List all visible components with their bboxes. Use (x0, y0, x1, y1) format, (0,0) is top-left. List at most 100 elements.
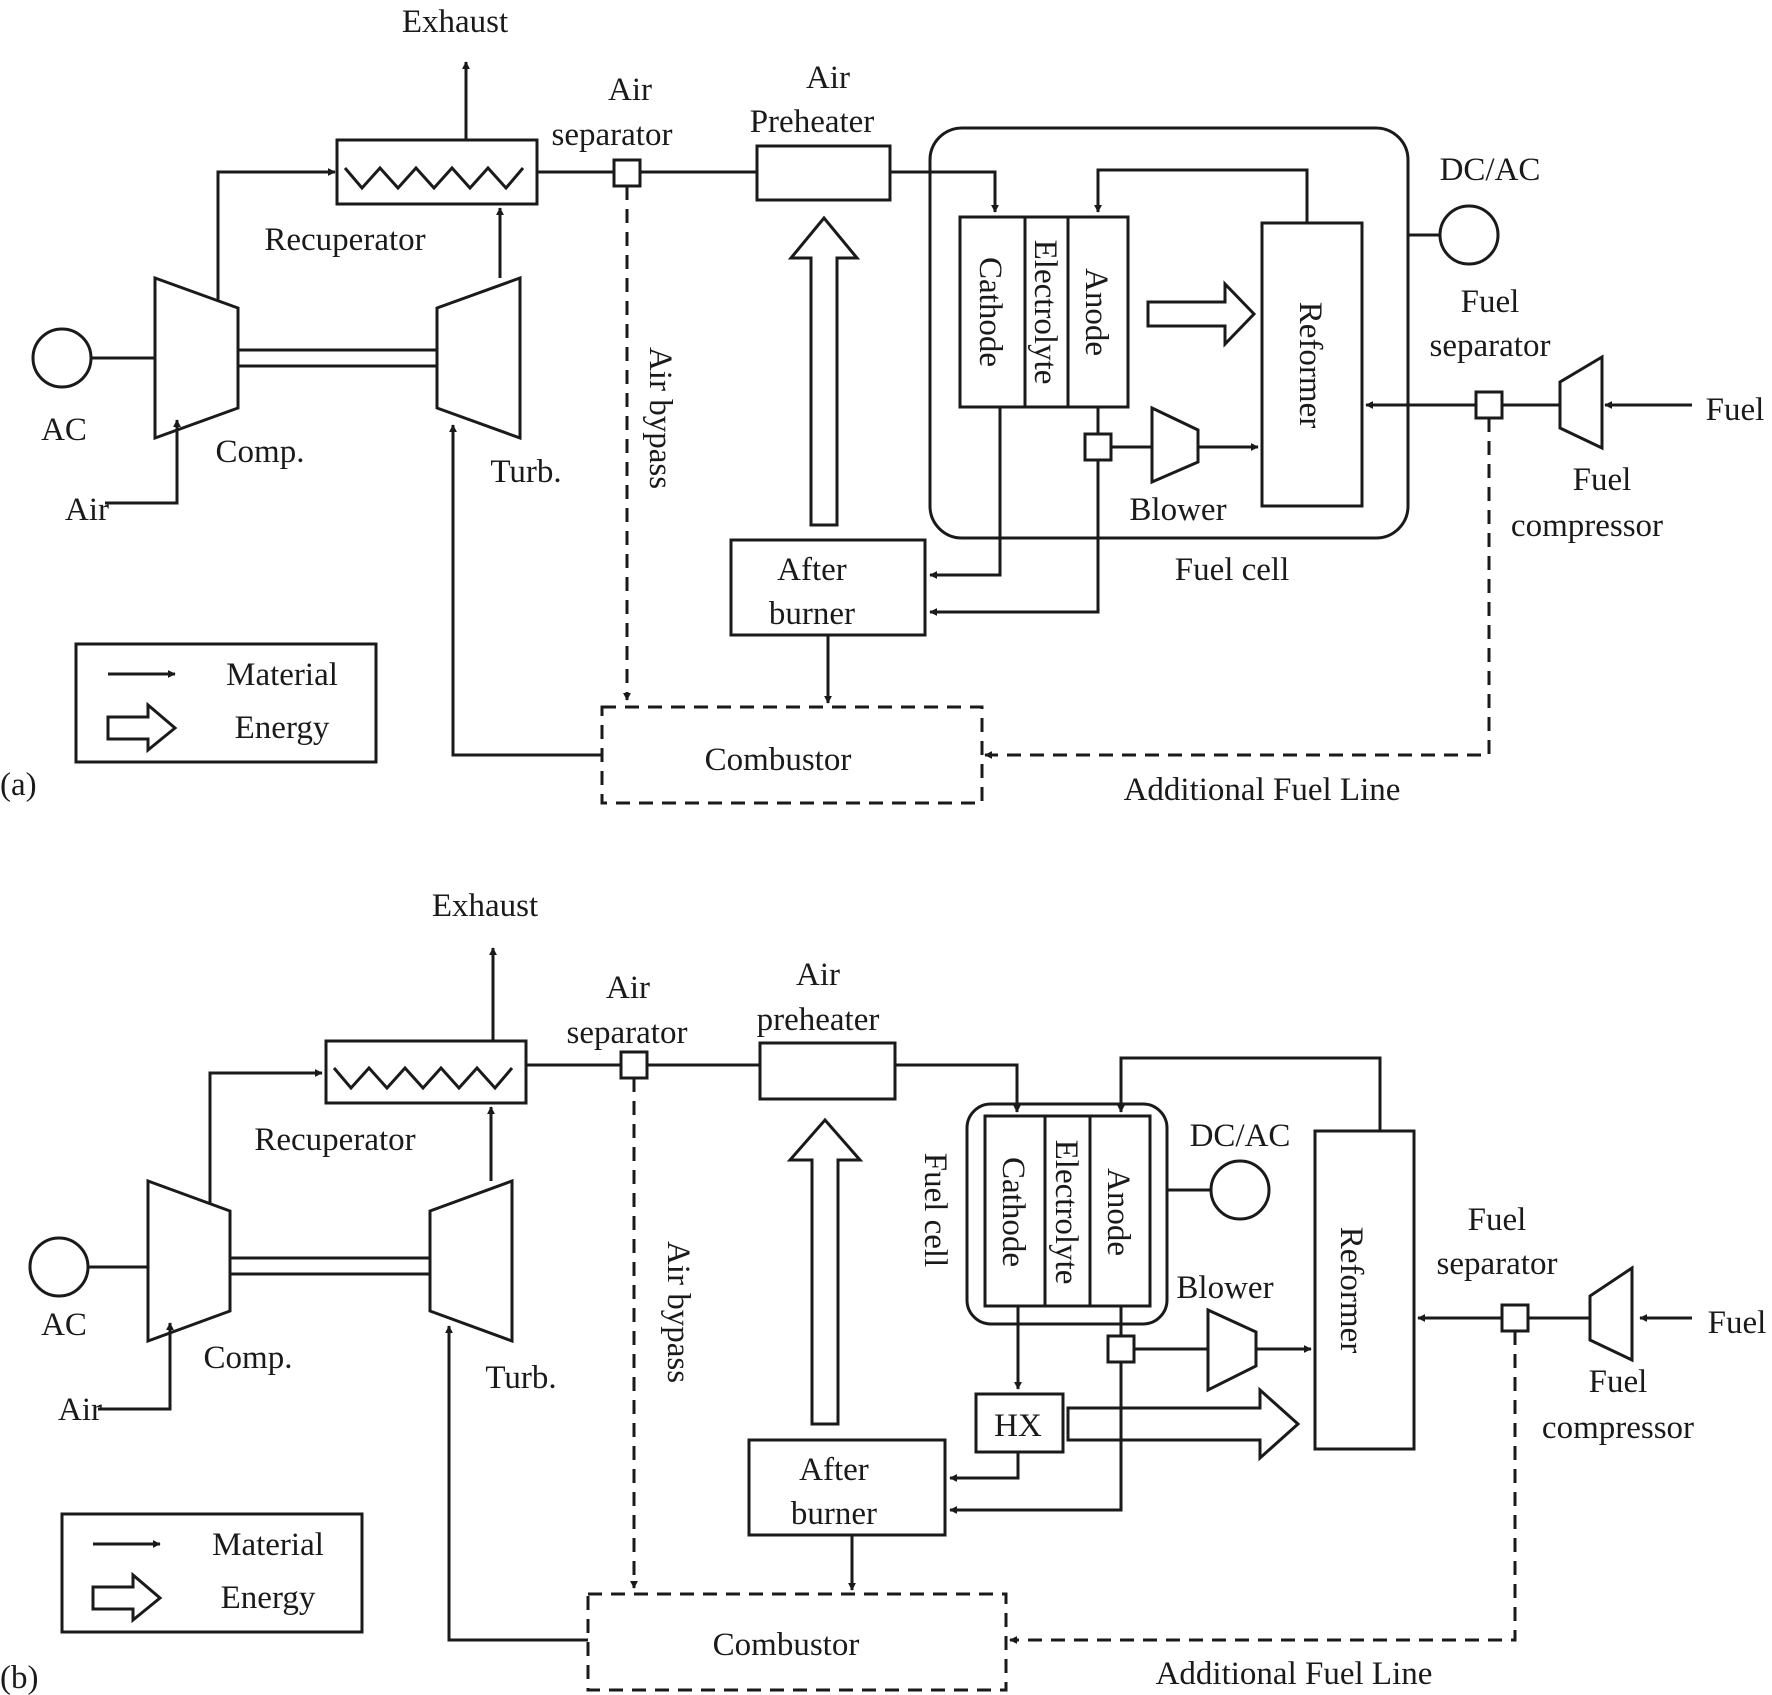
legend-energy-arrow-icon-a (106, 701, 178, 754)
comp-label-a: Comp. (216, 434, 305, 470)
blower-label-a: Blower (1129, 492, 1226, 528)
additional-fuel-line-label-b: Additional Fuel Line (1156, 1656, 1433, 1692)
fuel-separator-label-1-a: Fuel (1461, 284, 1520, 320)
anode-label-b: Anode (1100, 1168, 1136, 1256)
anode-splitter-b (1106, 1334, 1136, 1364)
fuel-cell-enclosure-a (928, 126, 1410, 540)
anode-splitter-a (1083, 432, 1113, 462)
reformer-b (1313, 1129, 1416, 1451)
air-preheater-label-1-b: Air (796, 957, 840, 993)
panel-label-a: (a) (0, 767, 37, 803)
ac-generator-b (28, 1236, 90, 1298)
fuel-separator-a (1474, 390, 1504, 420)
panel-b (28, 947, 1692, 1692)
fuel-compressor-label-2-b: compressor (1542, 1410, 1694, 1446)
fuel-separator-label-1-b: Fuel (1468, 1202, 1527, 1238)
fuel-inlet-label-b: Fuel (1708, 1305, 1767, 1341)
air-preheater-label-2-b: preheater (757, 1002, 880, 1038)
dcac-inverter-a (1438, 204, 1500, 266)
ac-label-a: AC (41, 412, 87, 448)
compressor-a (153, 275, 240, 441)
combustor-label-b: Combustor (713, 1627, 860, 1663)
fuel-inlet-label-a: Fuel (1706, 392, 1765, 428)
air-bypass-label-b: Air bypass (660, 1241, 696, 1383)
afterburner-label-2-a: burner (769, 596, 855, 632)
afterburner-label-1-b: After (799, 1452, 869, 1488)
fuel-compressor-a (1558, 354, 1604, 451)
legend-energy-label-b: Energy (221, 1580, 316, 1616)
ac-generator-a (31, 327, 93, 389)
panel-label-b: (b) (0, 1660, 38, 1695)
blower-b (1206, 1307, 1258, 1393)
dcac-label-b: DC/AC (1190, 1118, 1291, 1154)
fuel-cell-enclosure-b (965, 1102, 1169, 1326)
energy-arrow-cell-reformer-a (1146, 280, 1257, 348)
air-bypass-label-a: Air bypass (642, 347, 678, 489)
air-separator-a (612, 158, 642, 188)
fuel-compressor-label-2-a: compressor (1511, 508, 1663, 544)
combustor-label-a: Combustor (705, 742, 852, 778)
recuperator-a (335, 138, 539, 206)
afterburner-label-1-a: After (777, 552, 847, 588)
legend-material-label-a: Material (226, 657, 338, 693)
turb-label-a: Turb. (490, 454, 561, 490)
air-preheater-b (758, 1041, 897, 1101)
energy-arrow-afterburner-preheater-a (787, 215, 861, 527)
dcac-label-a: DC/AC (1440, 152, 1541, 188)
legend-a (74, 642, 378, 764)
air-separator-label-2-a: separator (552, 117, 673, 153)
exhaust-label-a: Exhaust (402, 4, 508, 40)
energy-arrow-afterburner-preheater-b (786, 1117, 864, 1426)
combustor-b (586, 1592, 1008, 1692)
compressor-b (146, 1178, 232, 1344)
fuel-separator-label-2-b: separator (1437, 1246, 1558, 1282)
labels-a: (a) Exhaust Recuperator Air separator Ai… (0, 4, 1764, 808)
cathode-label-a: Cathode (972, 257, 1008, 367)
fuel-compressor-label-1-a: Fuel (1573, 462, 1632, 498)
legend-b (60, 1512, 364, 1634)
electrolyte-label-b: Electrolyte (1048, 1140, 1084, 1285)
fuel-compressor-label-1-b: Fuel (1589, 1364, 1648, 1400)
fuel-cell-label-b: Fuel cell (917, 1153, 953, 1268)
ac-label-b: AC (41, 1307, 87, 1343)
legend-energy-label-a: Energy (235, 710, 330, 746)
fuel-separator-b (1500, 1303, 1530, 1333)
anode-label-a: Anode (1078, 268, 1114, 356)
blower-label-b: Blower (1176, 1270, 1273, 1306)
afterburner-label-2-b: burner (791, 1496, 877, 1532)
reformer-label-b: Reformer (1333, 1227, 1369, 1353)
turb-label-b: Turb. (485, 1360, 556, 1396)
air-inlet-label-a: Air (65, 492, 109, 528)
afterburner-b (747, 1438, 947, 1537)
cathode-label-b: Cathode (995, 1157, 1031, 1267)
air-preheater-label-1-a: Air (806, 60, 850, 96)
turbine-a (435, 275, 522, 441)
recuperator-label-a: Recuperator (264, 222, 425, 258)
reformer-label-a: Reformer (1292, 302, 1328, 428)
comp-label-b: Comp. (204, 1340, 293, 1376)
turbine-b (428, 1178, 514, 1344)
legend-material-label-b: Material (212, 1527, 324, 1563)
fuel-compressor-b (1588, 1265, 1634, 1363)
dcac-inverter-b (1209, 1159, 1271, 1221)
air-inlet-label-b: Air (58, 1392, 102, 1428)
air-separator-label-2-b: separator (567, 1015, 688, 1051)
fuel-cell-label-a: Fuel cell (1175, 552, 1290, 588)
air-preheater-a (755, 144, 892, 202)
reformer-a (1260, 221, 1364, 508)
recuperator-b (324, 1039, 528, 1105)
labels-b: (b) Exhaust Recuperator Air separator Ai… (0, 888, 1766, 1695)
panel-a (31, 61, 1692, 805)
fuel-separator-label-2-a: separator (1430, 328, 1551, 364)
air-preheater-label-2-a: Preheater (750, 104, 875, 140)
exhaust-label-b: Exhaust (432, 888, 538, 924)
blower-a (1150, 405, 1200, 485)
air-separator-label-1-a: Air (608, 72, 652, 108)
air-separator-b (619, 1050, 649, 1080)
electrolyte-label-a: Electrolyte (1027, 240, 1063, 385)
recuperator-label-b: Recuperator (254, 1122, 415, 1158)
hx-label-b: HX (994, 1408, 1042, 1444)
legend-energy-arrow-icon-b (91, 1571, 163, 1624)
energy-arrow-hx-reformer-b (1066, 1386, 1301, 1462)
